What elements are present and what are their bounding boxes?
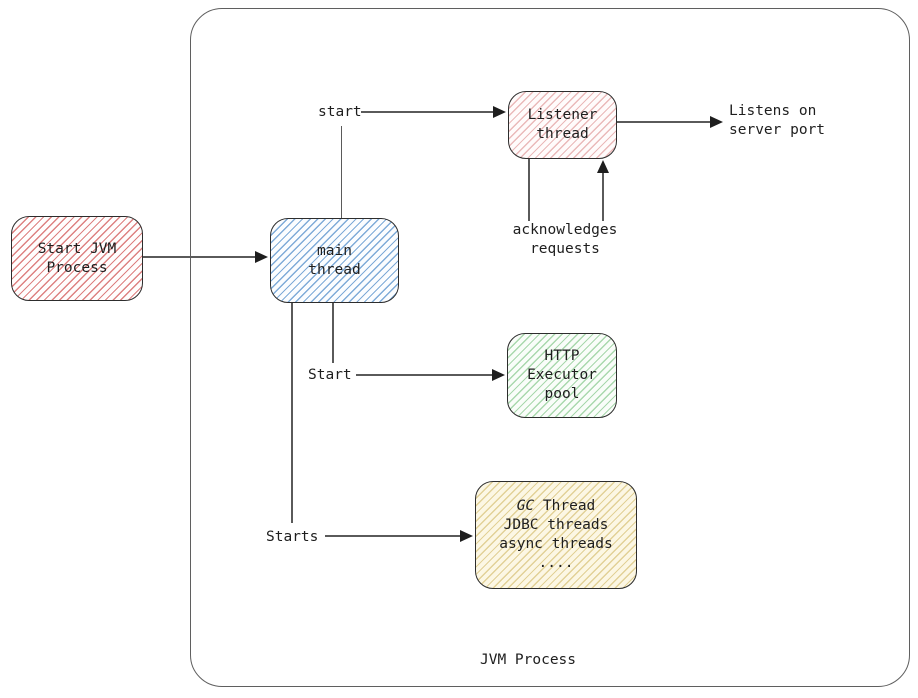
edge-starts-to-gc-line xyxy=(325,535,461,538)
edge-ack-up-arrowhead-icon xyxy=(597,160,609,173)
edge-start-to-http-arrowhead-icon xyxy=(492,369,505,381)
node-start-jvm-process: Start JVM Process xyxy=(11,216,143,301)
jvm-process-container xyxy=(190,8,910,687)
edge-main-to-http-vline xyxy=(332,303,335,363)
edge-label-starts-gc: Starts xyxy=(266,528,319,547)
edge-listener-down-line xyxy=(528,159,531,221)
edge-starts-to-gc-arrowhead-icon xyxy=(460,530,473,542)
gc-italic-word: GC xyxy=(516,498,535,514)
edge-main-to-gc-vline xyxy=(291,303,294,523)
edge-startjvm-to-main-arrowhead-icon xyxy=(255,251,268,263)
edge-listener-to-listens-arrowhead-icon xyxy=(710,116,723,128)
edge-listener-to-listens-line xyxy=(617,121,711,124)
node-listener-thread: Listener thread xyxy=(508,91,617,159)
node-start-jvm-process-label: Start JVM Process xyxy=(37,240,117,276)
edge-label-start: start xyxy=(318,103,362,122)
edge-ack-up-line xyxy=(602,171,605,222)
annotation-acknowledges-requests: acknowledges requests xyxy=(503,221,627,259)
edge-label-start-http: Start xyxy=(308,366,352,385)
node-http-executor-pool-label: HTTP Executor pool xyxy=(527,348,597,402)
node-gc-threads-label: GC Thread JDBC threads async threads ...… xyxy=(499,498,613,571)
edge-start-to-http-line xyxy=(356,374,493,377)
edge-start-to-listener-line xyxy=(361,111,493,114)
node-gc-threads: GC Thread JDBC threads async threads ...… xyxy=(475,481,637,589)
edge-main-to-start-label-line xyxy=(340,126,343,218)
edge-startjvm-to-main-line xyxy=(143,256,256,259)
jvm-process-container-label: JVM Process xyxy=(479,652,577,668)
node-http-executor-pool: HTTP Executor pool xyxy=(507,333,617,418)
annotation-listens-on-server-port: Listens on server port xyxy=(729,102,826,140)
node-listener-thread-label: Listener thread xyxy=(527,107,598,142)
node-main-thread-label: main thread xyxy=(308,242,361,278)
edge-start-to-listener-arrowhead-icon xyxy=(493,106,506,118)
node-main-thread: main thread xyxy=(270,218,399,303)
